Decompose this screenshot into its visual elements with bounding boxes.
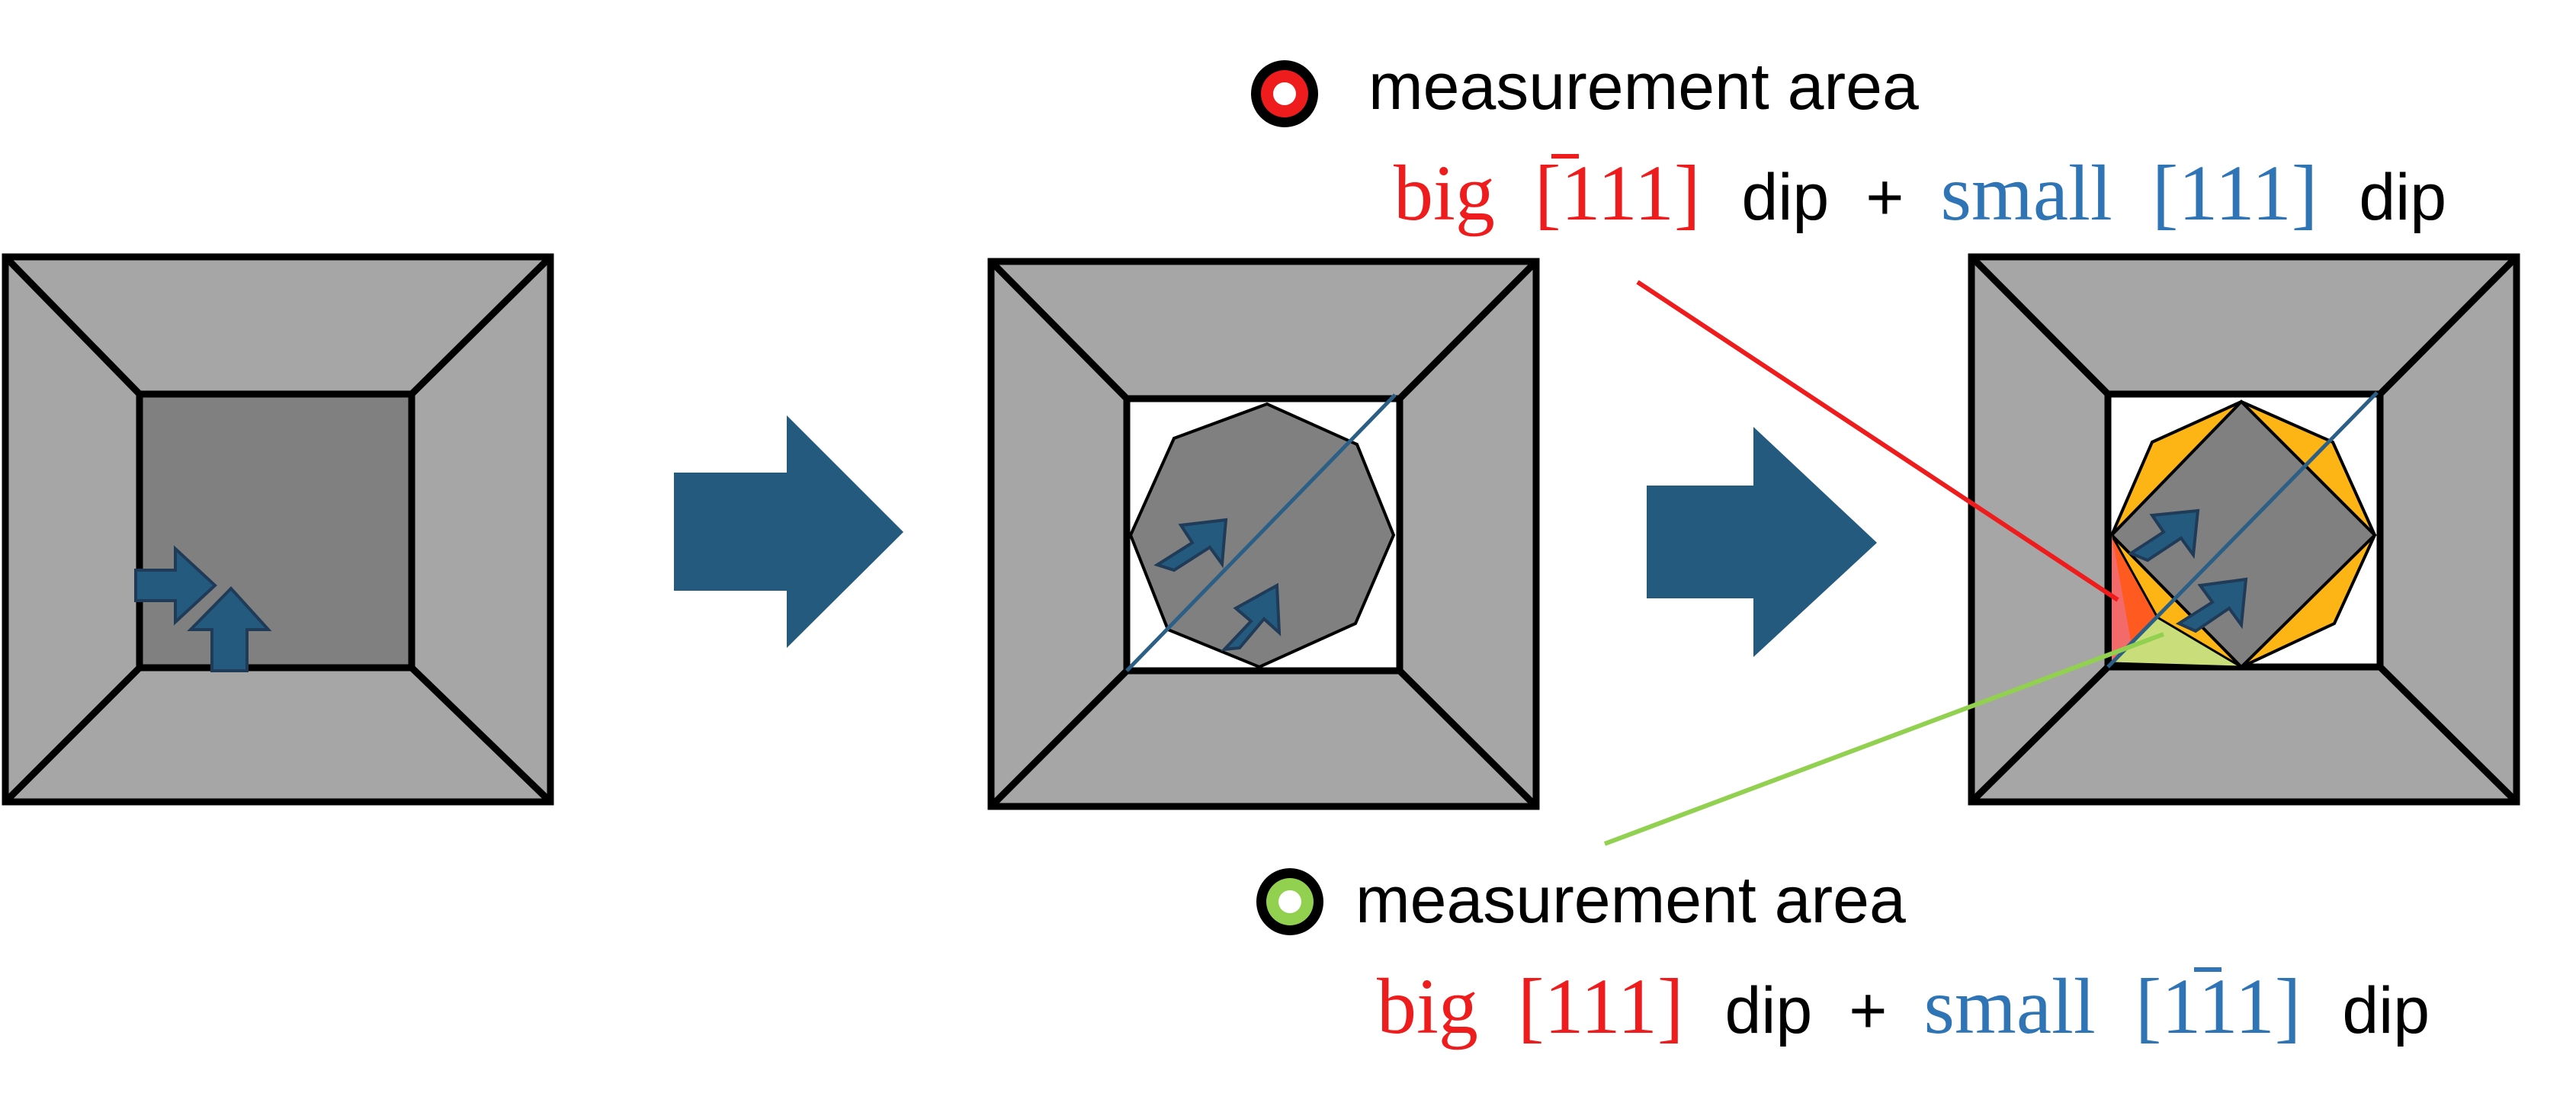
bottom-measurement-legend: measurement area big [111] dip + small [… [1256, 864, 2430, 1050]
frame-diagonal [1397, 668, 1539, 809]
bottom-dip-word-2: dip [2342, 974, 2430, 1047]
frame-diagonal [1968, 254, 2111, 397]
top-dip-description: big [111] dip + small [111] dip [1394, 149, 2446, 237]
process-arrow-2-icon [1647, 427, 1877, 657]
red-leader-line [1636, 280, 2119, 602]
top-measurement-legend: measurement area big [111] dip + small [… [1251, 50, 2446, 237]
dip-arrow-icon [2175, 577, 2248, 633]
frame-diagonal [2, 665, 143, 805]
green-leader-line [1603, 632, 2165, 846]
bottom-big-word: big [1377, 963, 1478, 1050]
red-target-icon-center [1273, 82, 1296, 105]
panel-initial-pit [2, 253, 554, 806]
bottom-big-index: [111] [1518, 963, 1684, 1050]
frame-diagonal [2377, 254, 2520, 397]
bottom-small-index-rest: 11] [2199, 963, 2302, 1050]
dip-arrow-icon [1153, 518, 1228, 572]
top-big-word: big [1394, 149, 1495, 237]
top-dip-word-2: dip [2359, 161, 2446, 234]
bottom-measurement-label: measurement area [1355, 864, 1906, 937]
top-plus: + [1865, 161, 1904, 234]
frame-diagonal [409, 665, 553, 805]
frame-diagonal [1968, 664, 2111, 805]
top-small-index: [111] [2152, 149, 2318, 237]
pit-bottom-square [136, 390, 415, 672]
dip-arrow-icon [1220, 582, 1282, 652]
green-target-icon-center [1278, 890, 1301, 913]
dip-arrow-icon [2127, 508, 2200, 563]
bottom-small-word: small [1923, 963, 2095, 1050]
process-arrow-1-icon [674, 415, 903, 648]
frame-diagonal [988, 258, 1130, 402]
dip-direction-line [1125, 393, 1397, 672]
top-big-index-bar-digit: 1 [1561, 149, 1598, 237]
top-dip-word-1: dip [1741, 161, 1829, 234]
bottom-small-index-open: [ [2135, 963, 2162, 1050]
frame-diagonal [409, 254, 553, 397]
bottom-plus: + [1849, 974, 1887, 1047]
dip-arrow-right-icon [134, 545, 217, 626]
top-big-index-rest: 11] [1598, 149, 1701, 237]
frame-diagonal [2, 254, 143, 397]
red-measurement-facet-shade [2112, 535, 2135, 663]
panel-octagon-pit [987, 258, 1540, 810]
bottom-dip-word-1: dip [1724, 974, 1812, 1047]
dip-direction-line [2106, 391, 2379, 668]
frame-diagonal [1397, 258, 1539, 402]
frame-diagonal [988, 668, 1130, 809]
top-big-index-open: [ [1535, 149, 1561, 237]
bottom-small-index-bar-digit: 1 [2161, 963, 2198, 1050]
panel-measurement-pit [1968, 253, 2520, 806]
dip-arrow-up-icon [187, 586, 272, 672]
frame-diagonal [2377, 664, 2520, 805]
bottom-dip-description: big [111] dip + small [111] dip [1377, 963, 2430, 1050]
top-measurement-label: measurement area [1368, 50, 1919, 123]
top-small-word: small [1940, 149, 2112, 237]
